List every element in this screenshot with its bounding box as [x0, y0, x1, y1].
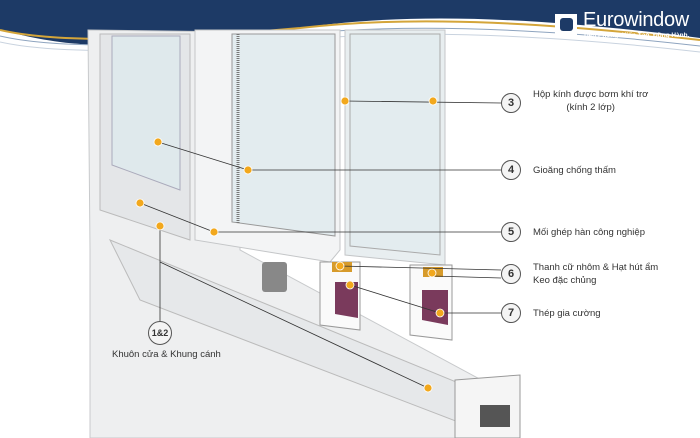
callout-label-6: Thanh cữ nhôm & Hạt hút ẩm Keo đặc chủng [533, 261, 658, 287]
callout-label-4: Gioăng chống thấm [533, 165, 616, 176]
label-line: Hộp kính được bơm khí trơ [533, 89, 649, 100]
callout-label-7: Thép gia cường [533, 308, 601, 319]
label-line: (kính 2 lớp) [566, 102, 615, 113]
callout-dots [135, 96, 445, 393]
callout-badge-3: 3 [501, 93, 521, 113]
callout-badge-5: 5 [501, 222, 521, 242]
callout-badge-7: 7 [501, 303, 521, 323]
callout-label-1-2: Khuôn cửa & Khung cánh [112, 349, 221, 360]
label-line: Keo đặc chủng [533, 275, 597, 286]
logo-mark-icon [555, 13, 577, 36]
callout-badge-6: 6 [501, 264, 521, 284]
gold-wave [0, 20, 700, 41]
brand-slogan: Tiên Phong. Kiến Tạo. Đồng Hành. [583, 32, 690, 39]
callout-label-3: Hộp kính được bơm khí trơ (kính 2 lớp) [533, 88, 648, 114]
callout-badge-4: 4 [501, 160, 521, 180]
callout-badge-1-2: 1&2 [148, 321, 172, 345]
brand-logo: Eurowindow Tiên Phong. Kiến Tạo. Đồng Hà… [555, 10, 689, 39]
bottom-track [108, 239, 501, 438]
callout-lines [139, 100, 502, 389]
callout-label-5: Mối ghép hàn công nghiệp [533, 227, 645, 238]
handle [262, 262, 287, 292]
brand-name: Eurowindow [583, 9, 689, 31]
label-line: Thanh cữ nhôm & Hạt hút ẩm [533, 262, 659, 273]
